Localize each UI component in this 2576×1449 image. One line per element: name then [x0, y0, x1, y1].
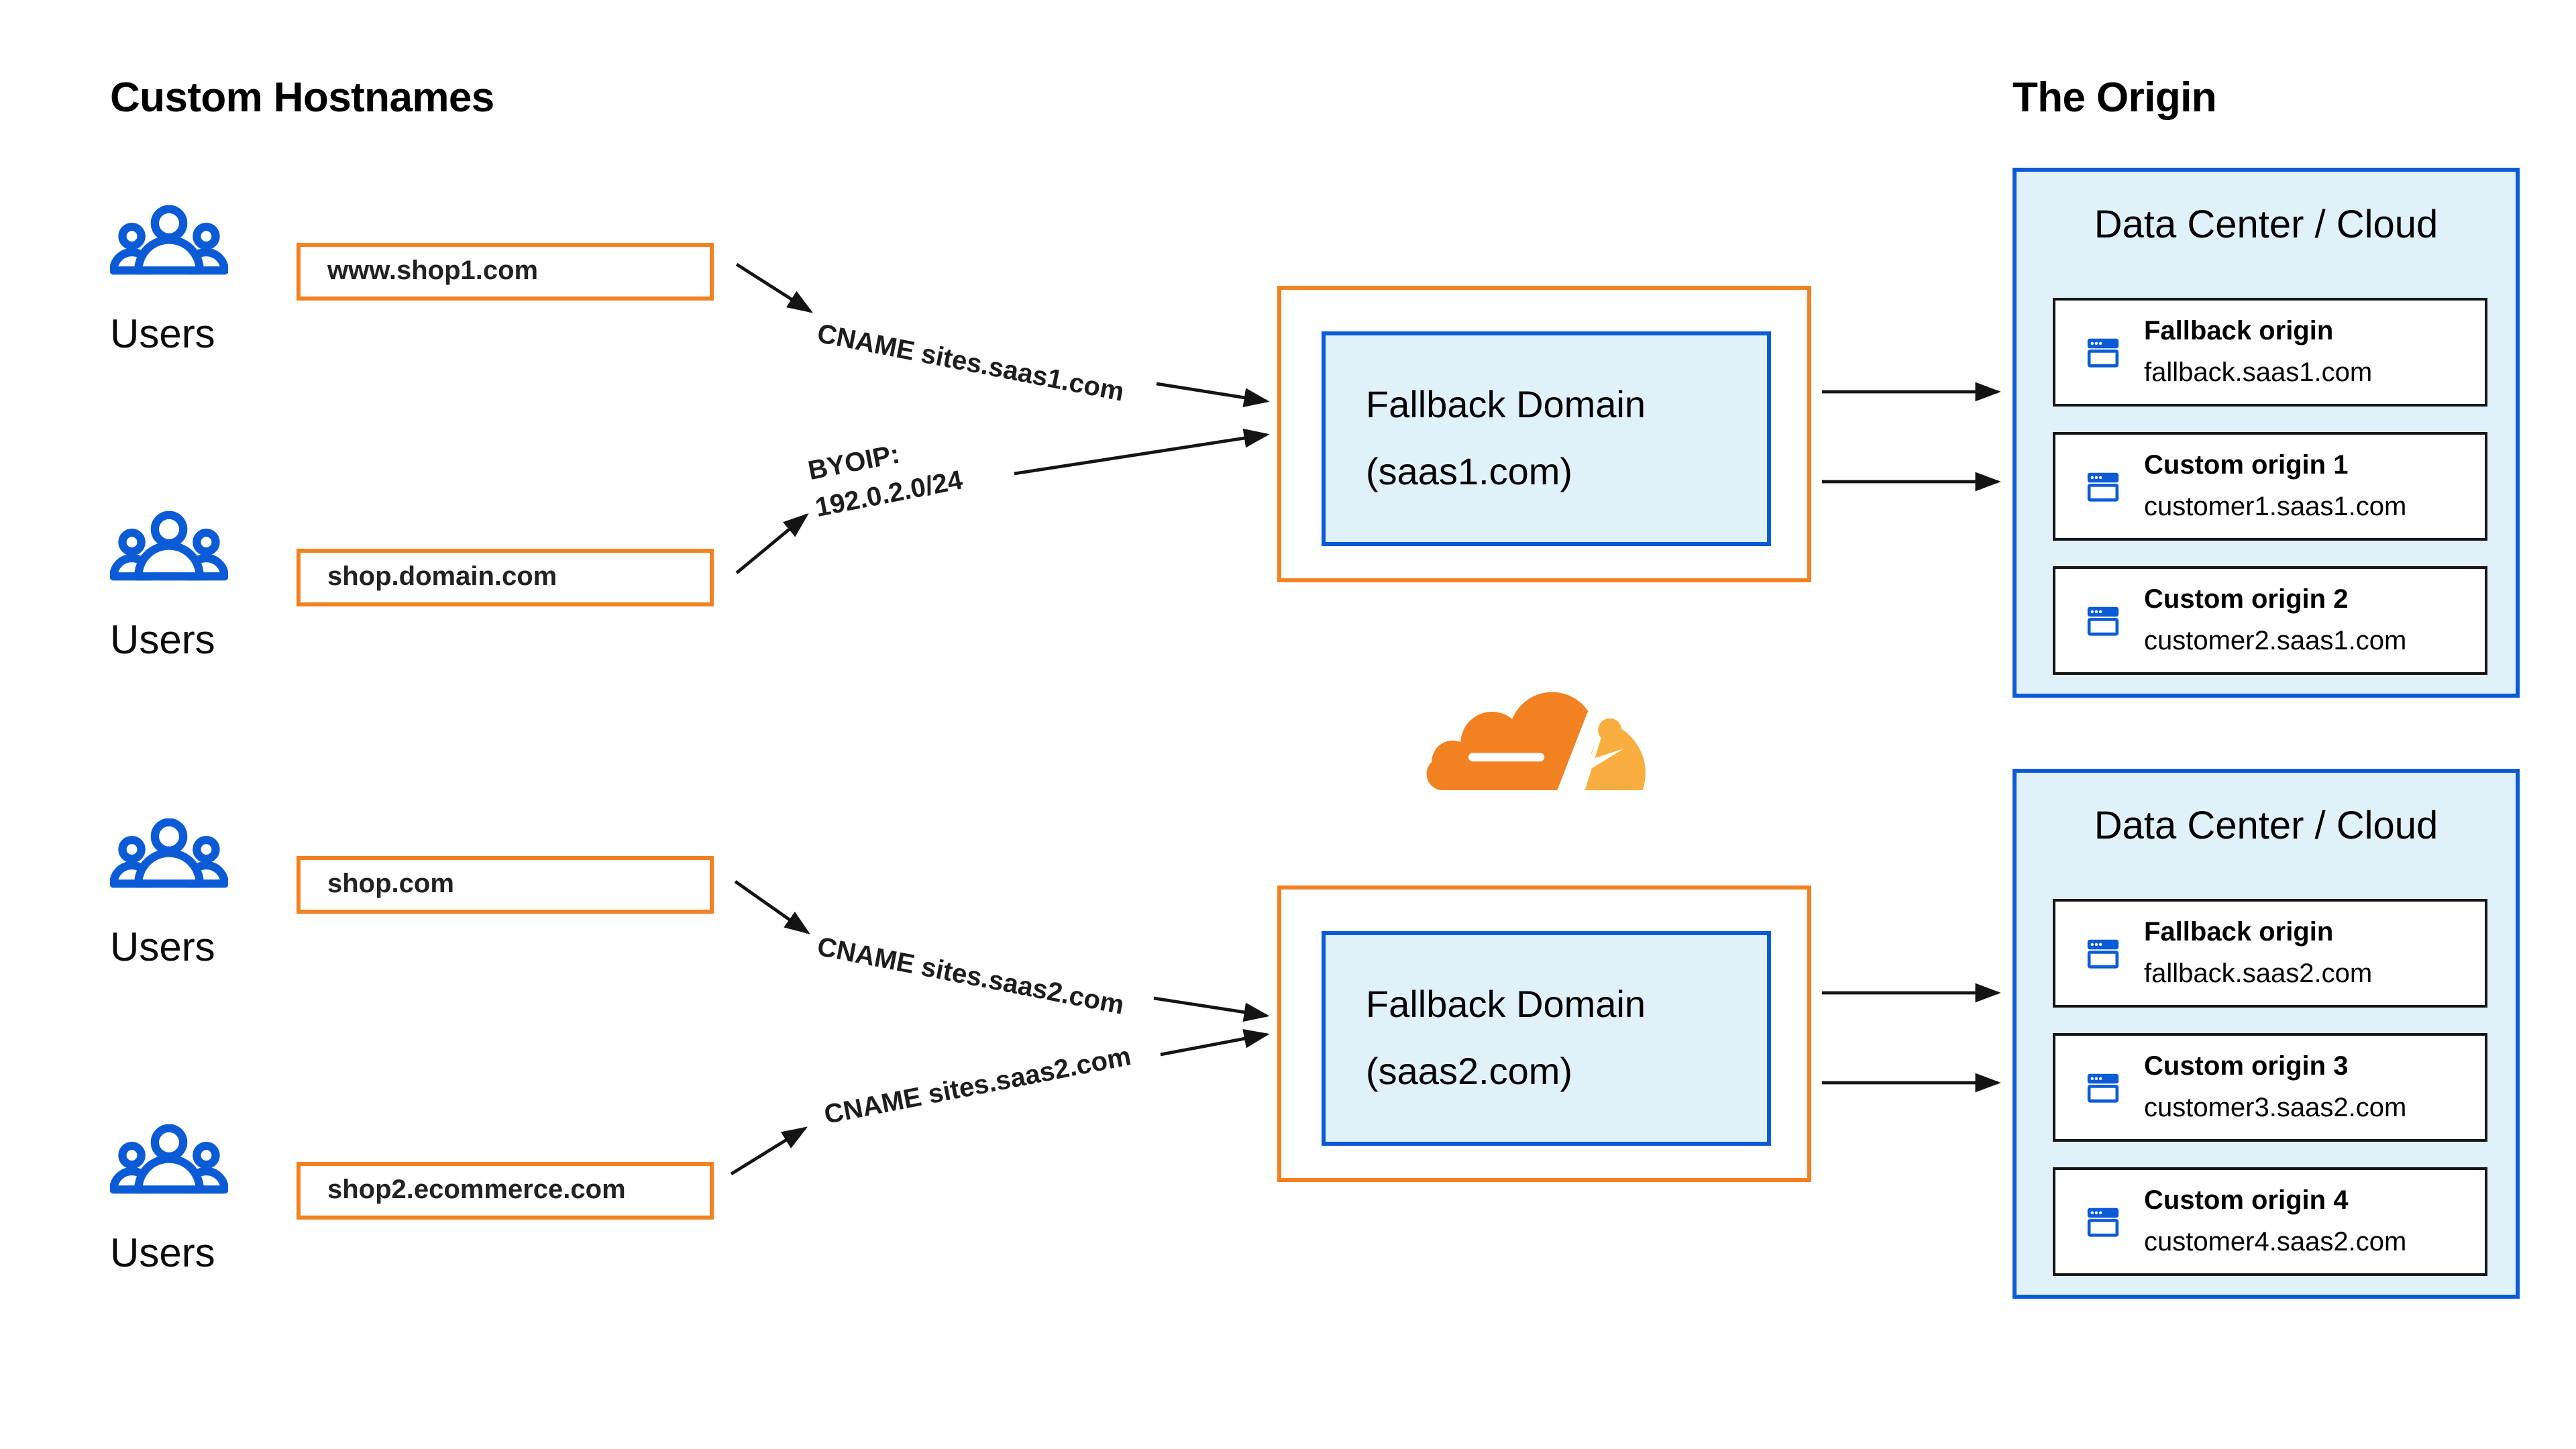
origin-card-custom4: Custom origin 4 customer4.saas2.com: [2053, 1167, 2487, 1276]
browser-icon: [2085, 1203, 2121, 1240]
origin-card-fallback-saas1: Fallback origin fallback.saas1.com: [2053, 298, 2487, 407]
data-center-box-1: Data Center / Cloud Fallback origin fall…: [2012, 168, 2520, 698]
fallback-domain-saas2-outer: Fallback Domain (saas2.com): [1277, 885, 1811, 1182]
cname-saas1-label: CNAME sites.saas1.com: [814, 319, 1126, 408]
browser-icon: [2085, 468, 2121, 504]
origin-host: fallback.saas1.com: [2144, 358, 2373, 387]
byoip-label: BYOIP: 192.0.2.0/24: [805, 425, 966, 527]
arrow-shop2-to-cname3: [730, 1126, 808, 1176]
users-label: Users: [110, 1232, 215, 1276]
fallback-domain-line1: Fallback Domain: [1366, 983, 1646, 1025]
users-label: Users: [110, 313, 215, 357]
hostname-box-shop-domain: shop.domain.com: [297, 549, 714, 606]
arrow-cname3-to-fallback2: [1160, 1029, 1270, 1057]
origin-host: customer3.saas2.com: [2144, 1093, 2407, 1122]
user-group: Users: [110, 205, 228, 358]
origin-name: Custom origin 2: [2144, 584, 2349, 614]
data-center-heading: Data Center / Cloud: [2094, 805, 2438, 848]
data-center-heading: Data Center / Cloud: [2094, 204, 2438, 247]
hostname-box-shop1: www.shop1.com: [297, 243, 714, 301]
cname-saas2-label-top: CNAME sites.saas2.com: [814, 932, 1126, 1021]
users-icon: [110, 511, 228, 585]
origin-card-custom3: Custom origin 3 customer3.saas2.com: [2053, 1033, 2487, 1142]
origin-host: customer1.saas1.com: [2144, 492, 2407, 521]
fallback-domain-line1: Fallback Domain: [1366, 384, 1646, 425]
user-group: Users: [110, 818, 228, 971]
cname-saas2-label-bottom: CNAME sites.saas2.com: [822, 1042, 1134, 1131]
browser-icon: [2085, 1069, 2121, 1106]
hostname-text: shop2.ecommerce.com: [327, 1175, 626, 1205]
data-center-box-2: Data Center / Cloud Fallback origin fall…: [2012, 769, 2520, 1299]
browser-icon: [2085, 602, 2121, 639]
origin-name: Fallback origin: [2144, 917, 2334, 947]
user-group: Users: [110, 511, 228, 664]
users-label: Users: [110, 619, 215, 663]
users-icon: [110, 1124, 228, 1198]
arrow-shopdomain-to-byoip: [735, 513, 809, 574]
fallback-domain-line2: (saas1.com): [1366, 451, 1573, 492]
fallback-domain-saas1-outer: Fallback Domain (saas1.com): [1277, 286, 1811, 582]
cloudflare-logo-icon: [1426, 692, 1646, 792]
the-origin-title: The Origin: [2012, 74, 2217, 121]
hostname-text: shop.domain.com: [327, 562, 557, 592]
user-group: Users: [110, 1124, 228, 1277]
origin-card-custom2: Custom origin 2 customer2.saas1.com: [2053, 566, 2487, 675]
origin-name: Custom origin 4: [2144, 1185, 2349, 1215]
origin-name: Fallback origin: [2144, 316, 2334, 345]
hostname-text: www.shop1.com: [327, 256, 539, 286]
arrow-cname2-to-fallback2: [1153, 996, 1270, 1022]
users-icon: [110, 818, 228, 892]
arrow-cname1-to-fallback1: [1156, 382, 1270, 407]
fallback-domain-line2: (saas2.com): [1366, 1051, 1573, 1092]
hostname-box-shop: shop.com: [297, 856, 714, 914]
fallback-domain-saas1: Fallback Domain (saas1.com): [1322, 331, 1771, 546]
users-label: Users: [110, 926, 215, 970]
browser-icon: [2085, 935, 2121, 971]
origin-host: fallback.saas2.com: [2144, 959, 2373, 988]
custom-hostnames-title: Custom Hostnames: [110, 74, 494, 121]
browser-icon: [2085, 334, 2121, 370]
arrow-byoip-to-fallback1: [1014, 428, 1270, 476]
origin-name: Custom origin 3: [2144, 1051, 2349, 1081]
hostname-box-shop2-ecommerce: shop2.ecommerce.com: [297, 1162, 714, 1220]
origin-host: customer4.saas2.com: [2144, 1227, 2407, 1256]
users-icon: [110, 205, 228, 279]
origin-card-custom1: Custom origin 1 customer1.saas1.com: [2053, 432, 2487, 541]
fallback-domain-saas2: Fallback Domain (saas2.com): [1322, 931, 1771, 1146]
origin-card-fallback-saas2: Fallback origin fallback.saas2.com: [2053, 899, 2487, 1008]
hostname-text: shop.com: [327, 869, 454, 899]
origin-name: Custom origin 1: [2144, 450, 2349, 480]
arrow-shop1-to-cname1: [735, 262, 814, 313]
arrow-shopcom-to-cname2: [734, 880, 810, 934]
origin-host: customer2.saas1.com: [2144, 626, 2407, 655]
